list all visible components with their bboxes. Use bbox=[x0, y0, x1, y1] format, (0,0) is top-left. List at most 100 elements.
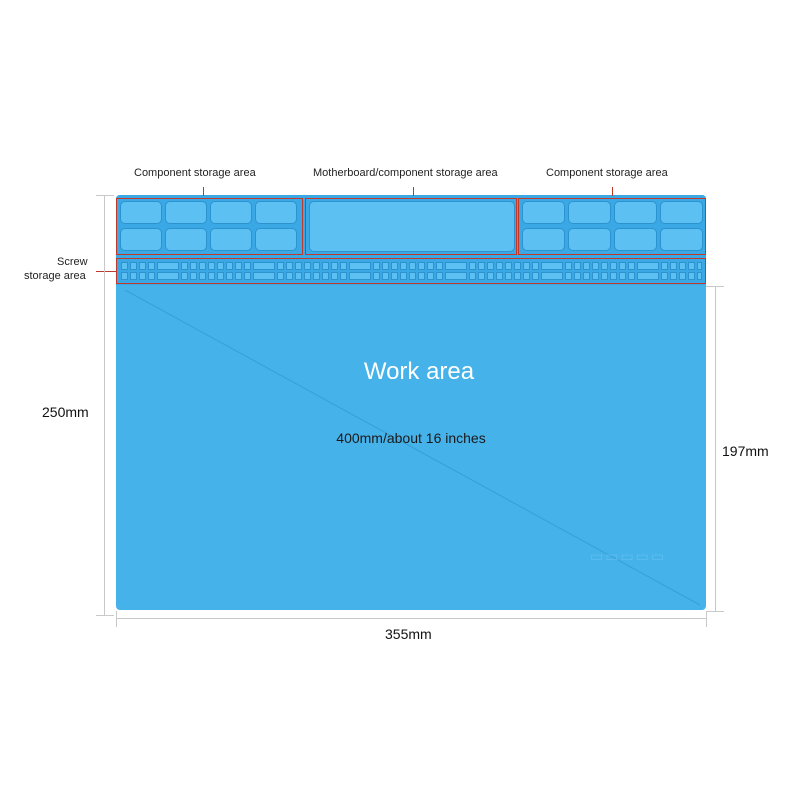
component-compartment bbox=[255, 201, 297, 224]
screw-storage-label-line2: storage area bbox=[24, 270, 86, 282]
screw-storage-label-line1: Screw bbox=[57, 256, 88, 268]
screw-compartment bbox=[601, 262, 608, 270]
screw-compartment bbox=[373, 272, 380, 280]
screw-compartment bbox=[382, 262, 389, 270]
screw-compartment bbox=[331, 272, 338, 280]
screw-compartment bbox=[469, 262, 476, 270]
screw-compartment bbox=[190, 262, 197, 270]
screw-compartment bbox=[235, 262, 242, 270]
screw-compartment bbox=[304, 272, 311, 280]
screw-compartment bbox=[565, 272, 572, 280]
screw-compartment bbox=[523, 272, 530, 280]
screw-compartment bbox=[349, 262, 371, 270]
component-compartment bbox=[660, 201, 703, 224]
screw-compartment bbox=[217, 262, 224, 270]
screw-compartment bbox=[670, 262, 677, 270]
screw-compartment bbox=[496, 272, 503, 280]
motherboard-tick bbox=[413, 187, 414, 196]
screw-compartment bbox=[253, 262, 275, 270]
component-compartment bbox=[614, 201, 657, 224]
screw-compartment bbox=[496, 262, 503, 270]
screw-compartment bbox=[436, 262, 443, 270]
screw-compartment bbox=[532, 262, 539, 270]
screw-compartment bbox=[391, 272, 398, 280]
screw-compartment bbox=[373, 262, 380, 270]
screw-compartment bbox=[244, 262, 251, 270]
screw-compartment bbox=[130, 262, 137, 270]
screw-compartment bbox=[391, 262, 398, 270]
screw-compartment bbox=[199, 262, 206, 270]
screw-compartment bbox=[208, 272, 215, 280]
screw-compartment bbox=[286, 262, 293, 270]
screw-compartment bbox=[190, 272, 197, 280]
screw-compartment bbox=[565, 262, 572, 270]
screw-compartment bbox=[514, 262, 521, 270]
component-compartment bbox=[120, 201, 162, 224]
screw-compartment bbox=[244, 272, 251, 280]
screw-compartment bbox=[148, 272, 155, 280]
screw-compartment bbox=[541, 272, 563, 280]
screw-compartment bbox=[541, 262, 563, 270]
screw-compartment bbox=[610, 272, 617, 280]
component-compartment bbox=[210, 228, 252, 251]
screw-compartment bbox=[679, 272, 686, 280]
component-right-tick bbox=[612, 187, 613, 196]
width-label: 355mm bbox=[385, 626, 432, 642]
screw-compartment bbox=[436, 272, 443, 280]
screw-compartment bbox=[427, 262, 434, 270]
screw-compartment bbox=[661, 262, 668, 270]
component-compartment bbox=[165, 201, 207, 224]
diagonal-measurement-label: 400mm/about 16 inches bbox=[336, 430, 486, 446]
screw-compartment bbox=[139, 262, 146, 270]
screw-compartment bbox=[679, 262, 686, 270]
screw-compartment bbox=[445, 262, 467, 270]
screw-compartment bbox=[592, 262, 599, 270]
screw-compartment bbox=[601, 272, 608, 280]
screw-compartment bbox=[217, 272, 224, 280]
screw-compartment bbox=[574, 262, 581, 270]
screw-compartment bbox=[487, 272, 494, 280]
component-left-tick bbox=[203, 187, 204, 196]
screw-compartment bbox=[382, 272, 389, 280]
screw-compartment bbox=[688, 262, 695, 270]
screw-compartment bbox=[139, 272, 146, 280]
screw-compartment bbox=[574, 272, 581, 280]
component-compartment bbox=[614, 228, 657, 251]
screw-compartment bbox=[688, 272, 695, 280]
screw-compartment bbox=[592, 272, 599, 280]
component-storage-right-outline bbox=[518, 198, 706, 255]
motherboard-tray bbox=[309, 201, 515, 252]
component-compartment bbox=[255, 228, 297, 251]
screw-compartment bbox=[199, 272, 206, 280]
screw-compartment bbox=[697, 262, 702, 270]
screw-compartment bbox=[610, 262, 617, 270]
height-work-bottom-tick bbox=[706, 611, 724, 612]
screw-compartment bbox=[670, 272, 677, 280]
screw-compartment bbox=[628, 272, 635, 280]
screw-compartment bbox=[637, 262, 659, 270]
screw-compartment bbox=[181, 262, 188, 270]
height-work-top-tick bbox=[706, 286, 724, 287]
screw-compartment bbox=[157, 272, 179, 280]
height-total-dimension-line bbox=[104, 195, 105, 615]
width-left-tick bbox=[116, 611, 117, 627]
screw-compartment bbox=[286, 272, 293, 280]
component-compartment bbox=[210, 201, 252, 224]
height-total-bottom-tick bbox=[96, 615, 114, 616]
height-work-dimension-line bbox=[715, 286, 716, 612]
screw-compartment bbox=[505, 262, 512, 270]
screw-compartment bbox=[322, 272, 329, 280]
screw-compartment bbox=[349, 272, 371, 280]
screw-compartment bbox=[313, 262, 320, 270]
screw-compartment bbox=[322, 262, 329, 270]
component-storage-left-outline bbox=[116, 198, 303, 255]
width-dimension-line bbox=[116, 618, 706, 619]
screw-compartment bbox=[409, 272, 416, 280]
component-compartment bbox=[568, 228, 611, 251]
screw-compartment bbox=[478, 272, 485, 280]
screw-compartment bbox=[619, 272, 626, 280]
screw-compartment bbox=[277, 262, 284, 270]
screw-compartment bbox=[226, 262, 233, 270]
screw-compartment bbox=[487, 262, 494, 270]
component-compartment bbox=[120, 228, 162, 251]
